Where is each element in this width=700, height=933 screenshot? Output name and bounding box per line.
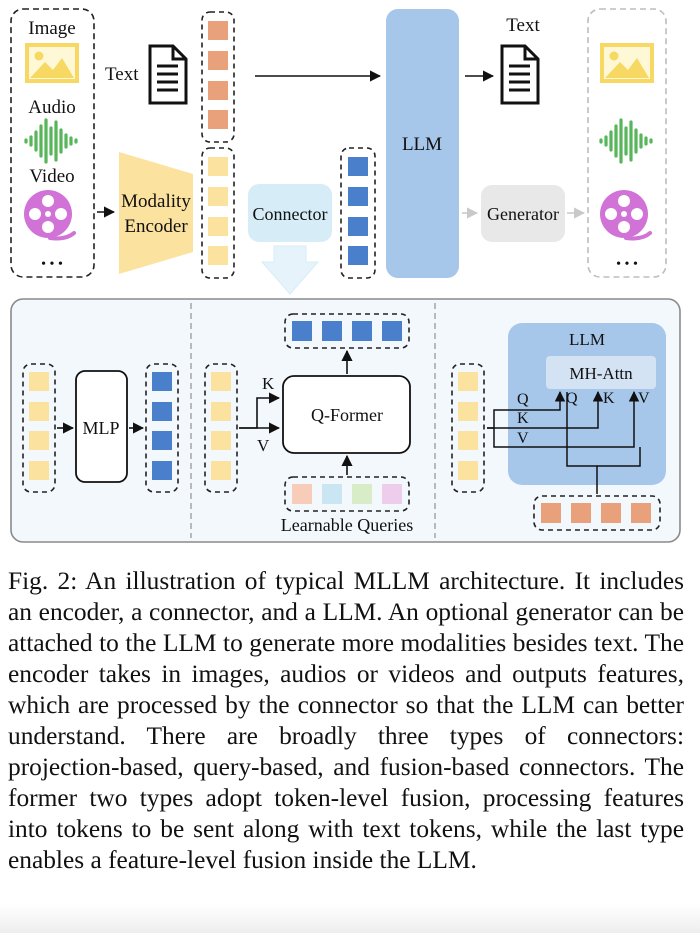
fusion-text-tokens: [541, 503, 651, 523]
text-output-document-icon: [500, 44, 540, 105]
fusion-text-to-v-line: [597, 447, 641, 467]
image-label: Image: [28, 18, 75, 39]
value-label: V: [257, 436, 270, 455]
output-audio-waveform-icon: [599, 118, 653, 164]
figure-label: Fig. 2:: [8, 567, 78, 595]
output-image-icon: [600, 43, 654, 83]
input-modalities-box: [10, 8, 95, 278]
output-film-reel-icon: [600, 190, 652, 241]
learnable-queries-row: [284, 476, 410, 512]
text-input-label: Text: [105, 64, 139, 85]
qformer-output-row: [284, 313, 410, 349]
mlp-block: [75, 370, 128, 483]
fusion-v-in-label: V: [517, 430, 529, 447]
figure-caption: Fig. 2: An illustration of typical MLLM …: [8, 566, 684, 876]
fusion-k-out-label: K: [603, 390, 615, 407]
projection-output-column: [145, 363, 179, 493]
feature-tokens: [208, 157, 228, 265]
qformer-output-tokens: [292, 321, 402, 341]
fusion-q-in-label: Q: [517, 391, 529, 408]
projection-connector: MLP: [22, 363, 179, 493]
modality-encoder-block: [119, 152, 193, 274]
fusion-text-to-q-line: [566, 392, 598, 494]
video-label: Video: [29, 166, 74, 187]
key-label: K: [262, 374, 275, 393]
fusion-llm-label: LLM: [569, 330, 605, 349]
caption-text: An illustration of typical MLLM architec…: [8, 567, 684, 874]
text-output-label: Text: [506, 15, 540, 36]
audio-waveform-icon: [24, 118, 78, 164]
connector-block: [248, 184, 332, 242]
qformer-input-column: [204, 363, 238, 493]
projection-input-tokens: [29, 372, 49, 480]
projection-output-tokens: [152, 372, 172, 480]
mh-attn-block: [546, 356, 656, 389]
fusion-v-in-line: [493, 390, 640, 448]
text-document-icon: [148, 44, 188, 105]
fusion-v-out-label: V: [638, 390, 650, 407]
generator-block: [481, 185, 565, 242]
generator-label: Generator: [487, 204, 559, 224]
expand-arrow: [260, 245, 320, 295]
film-reel-icon: [24, 190, 76, 241]
query-connector: Q-Former K V Learnable Queries: [204, 313, 413, 535]
image-icon: [25, 43, 79, 83]
fusion-k-in-label: K: [517, 410, 529, 427]
embed-tokens: [348, 157, 368, 265]
more-inputs-ellipsis: • • •: [41, 257, 63, 272]
fusion-k-in-line: [487, 390, 604, 429]
learnable-queries-label: Learnable Queries: [281, 515, 413, 535]
encoder-label-line1: Modality: [121, 191, 191, 212]
text-token-column: [201, 11, 235, 143]
fusion-text-token-row: [533, 495, 661, 531]
audio-label: Audio: [28, 97, 76, 118]
fusion-q-out-label: Q: [566, 390, 578, 407]
text-tokens: [208, 21, 228, 129]
qformer-input-tokens: [211, 372, 231, 480]
projection-input-column: [22, 363, 56, 493]
fusion-connector: LLM MH-Attn Q K V Q K V: [451, 323, 666, 531]
qformer-block: [282, 375, 411, 454]
architecture-diagram: Image Audio Video • • • Text: [10, 8, 681, 543]
learnable-query-tokens: [292, 484, 402, 504]
qformer-label: Q-Former: [311, 405, 383, 425]
encoder-label-line2: Encoder: [124, 216, 188, 237]
fusion-input-tokens: [458, 372, 478, 480]
more-outputs-ellipsis: • • •: [616, 257, 638, 272]
embed-token-column: [340, 147, 376, 279]
connector-label: Connector: [253, 204, 328, 224]
fusion-input-column: [451, 363, 485, 493]
mlp-label: MLP: [82, 418, 119, 438]
feature-token-column: [201, 147, 235, 279]
bottom-shade: [0, 904, 700, 933]
output-modalities-box: [587, 8, 667, 278]
llm-label: LLM: [402, 134, 442, 155]
mh-attn-label: MH-Attn: [569, 364, 633, 383]
llm-block: [386, 9, 459, 278]
